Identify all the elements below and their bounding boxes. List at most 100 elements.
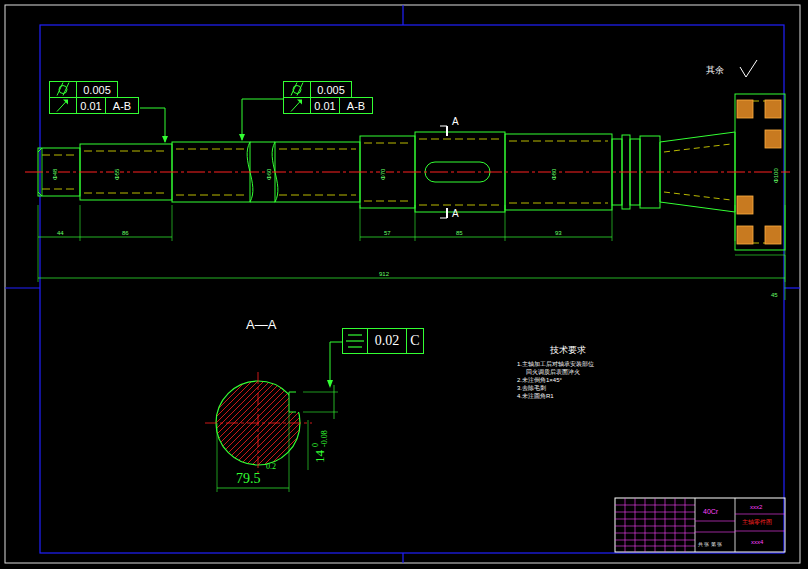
centering-mark <box>5 287 40 288</box>
frame-cell <box>49 81 77 98</box>
hidden-line <box>84 193 168 194</box>
frame-row: 0.01 A-B <box>284 98 373 114</box>
hatched-block <box>737 226 753 244</box>
shaft-edge <box>250 202 275 203</box>
frame-cell: 0.005 <box>310 81 352 98</box>
extension-line <box>38 205 39 282</box>
hidden-line <box>419 205 501 206</box>
frame-cell <box>283 97 311 114</box>
tolerance-symbol <box>53 82 73 97</box>
dimension-text: Φ80 <box>551 168 557 181</box>
table-line <box>625 498 626 552</box>
shaft-edge <box>250 142 275 143</box>
keyway-notch <box>289 392 303 412</box>
leader-arrow <box>162 136 168 143</box>
cylindricity-symbol <box>63 83 69 96</box>
tolerance-value: 0.01 <box>314 100 335 112</box>
dimension-text: 86 <box>121 230 130 236</box>
tolerance-value: A-B <box>113 100 131 112</box>
table-line <box>735 531 785 532</box>
drawing-label: 0 <box>312 443 320 447</box>
tolerance-frame: 0.0050.01A-B <box>50 82 139 114</box>
note-text: 2.未注倒角1×45° <box>517 377 562 383</box>
drawing-label: 14 <box>313 450 326 463</box>
dimension-text: 93 <box>554 230 563 236</box>
leader-arrow <box>327 380 333 388</box>
cylindricity-symbol <box>57 83 63 96</box>
drawing-label: xxx2 <box>750 504 762 510</box>
frame-row: 0.005 <box>50 82 139 98</box>
table-line <box>675 498 676 552</box>
hidden-line <box>176 195 246 196</box>
table-line <box>645 498 646 552</box>
frame-cell: C <box>406 328 424 354</box>
drawing-label: 79.5 <box>236 472 261 486</box>
hidden-line <box>84 151 168 152</box>
hidden-line <box>42 189 76 190</box>
dimension-text: 57 <box>383 230 392 236</box>
symmetry-symbol <box>348 346 362 347</box>
frame-cell: A-B <box>105 97 139 114</box>
dimension-text: Φ60 <box>266 168 272 181</box>
tolerance-value: A-B <box>347 100 365 112</box>
hatched-block <box>765 100 781 118</box>
section-mark <box>440 126 447 127</box>
dimension-line <box>505 237 612 238</box>
frame-row: 0.01A-B <box>50 98 139 114</box>
chamfer-line <box>38 148 42 152</box>
table-line <box>685 498 686 552</box>
table-line <box>665 498 666 552</box>
frame-cell: 0.01 <box>310 97 340 114</box>
title-block-frame <box>615 498 785 552</box>
extension-line <box>612 205 613 241</box>
hatched-block <box>765 130 781 148</box>
table-line <box>695 498 696 552</box>
table-line <box>735 514 785 515</box>
hidden-line <box>364 143 411 144</box>
runout-symbol <box>291 101 301 112</box>
dimension-line <box>38 278 785 279</box>
frame-cell: A-B <box>339 97 373 114</box>
dimension-text: Φ100 <box>773 167 779 184</box>
extension-line <box>415 205 416 241</box>
tolerance-symbol <box>287 98 307 113</box>
center-line <box>25 172 790 173</box>
tolerance-symbol <box>345 329 365 353</box>
dimension-line <box>360 237 415 238</box>
extension-line <box>172 205 173 241</box>
sheet-border <box>5 5 800 563</box>
section-mark <box>440 218 447 219</box>
dimension-text: 85 <box>455 230 464 236</box>
tolerance-value: 0.005 <box>317 84 345 96</box>
keyway-notch-edge <box>289 392 296 412</box>
dimension-text: 44 <box>56 230 65 236</box>
drawing-label: -0.08 <box>321 430 329 447</box>
dimension-line <box>735 255 785 256</box>
note-text: 技术要求 <box>550 346 586 355</box>
table-line <box>695 521 735 522</box>
table-line <box>635 498 636 552</box>
extension-line <box>735 205 736 241</box>
dimension-line <box>80 237 172 238</box>
dimension-text: Φ70 <box>380 168 386 181</box>
frame-cell <box>283 81 311 98</box>
cylindricity-symbol <box>291 83 297 96</box>
drawing-frame <box>40 25 784 553</box>
section-mark <box>446 208 448 218</box>
note-text: 回火调质后表面淬火 <box>526 369 580 375</box>
extension-line <box>303 412 338 413</box>
frame-cell <box>49 97 77 114</box>
centering-mark <box>402 5 403 25</box>
dimensions <box>38 205 785 300</box>
runout-symbol <box>57 101 67 112</box>
tolerance-symbol <box>53 98 73 113</box>
dimension-text: Φ55 <box>114 168 120 181</box>
symmetry-symbol <box>348 334 362 335</box>
note-text: 4.未注圆角R1 <box>517 393 554 399</box>
leader-line <box>308 420 309 470</box>
title-block <box>615 498 785 552</box>
drawing-label: 共 张 第 张 <box>698 542 722 547</box>
runout-symbol <box>63 100 68 105</box>
